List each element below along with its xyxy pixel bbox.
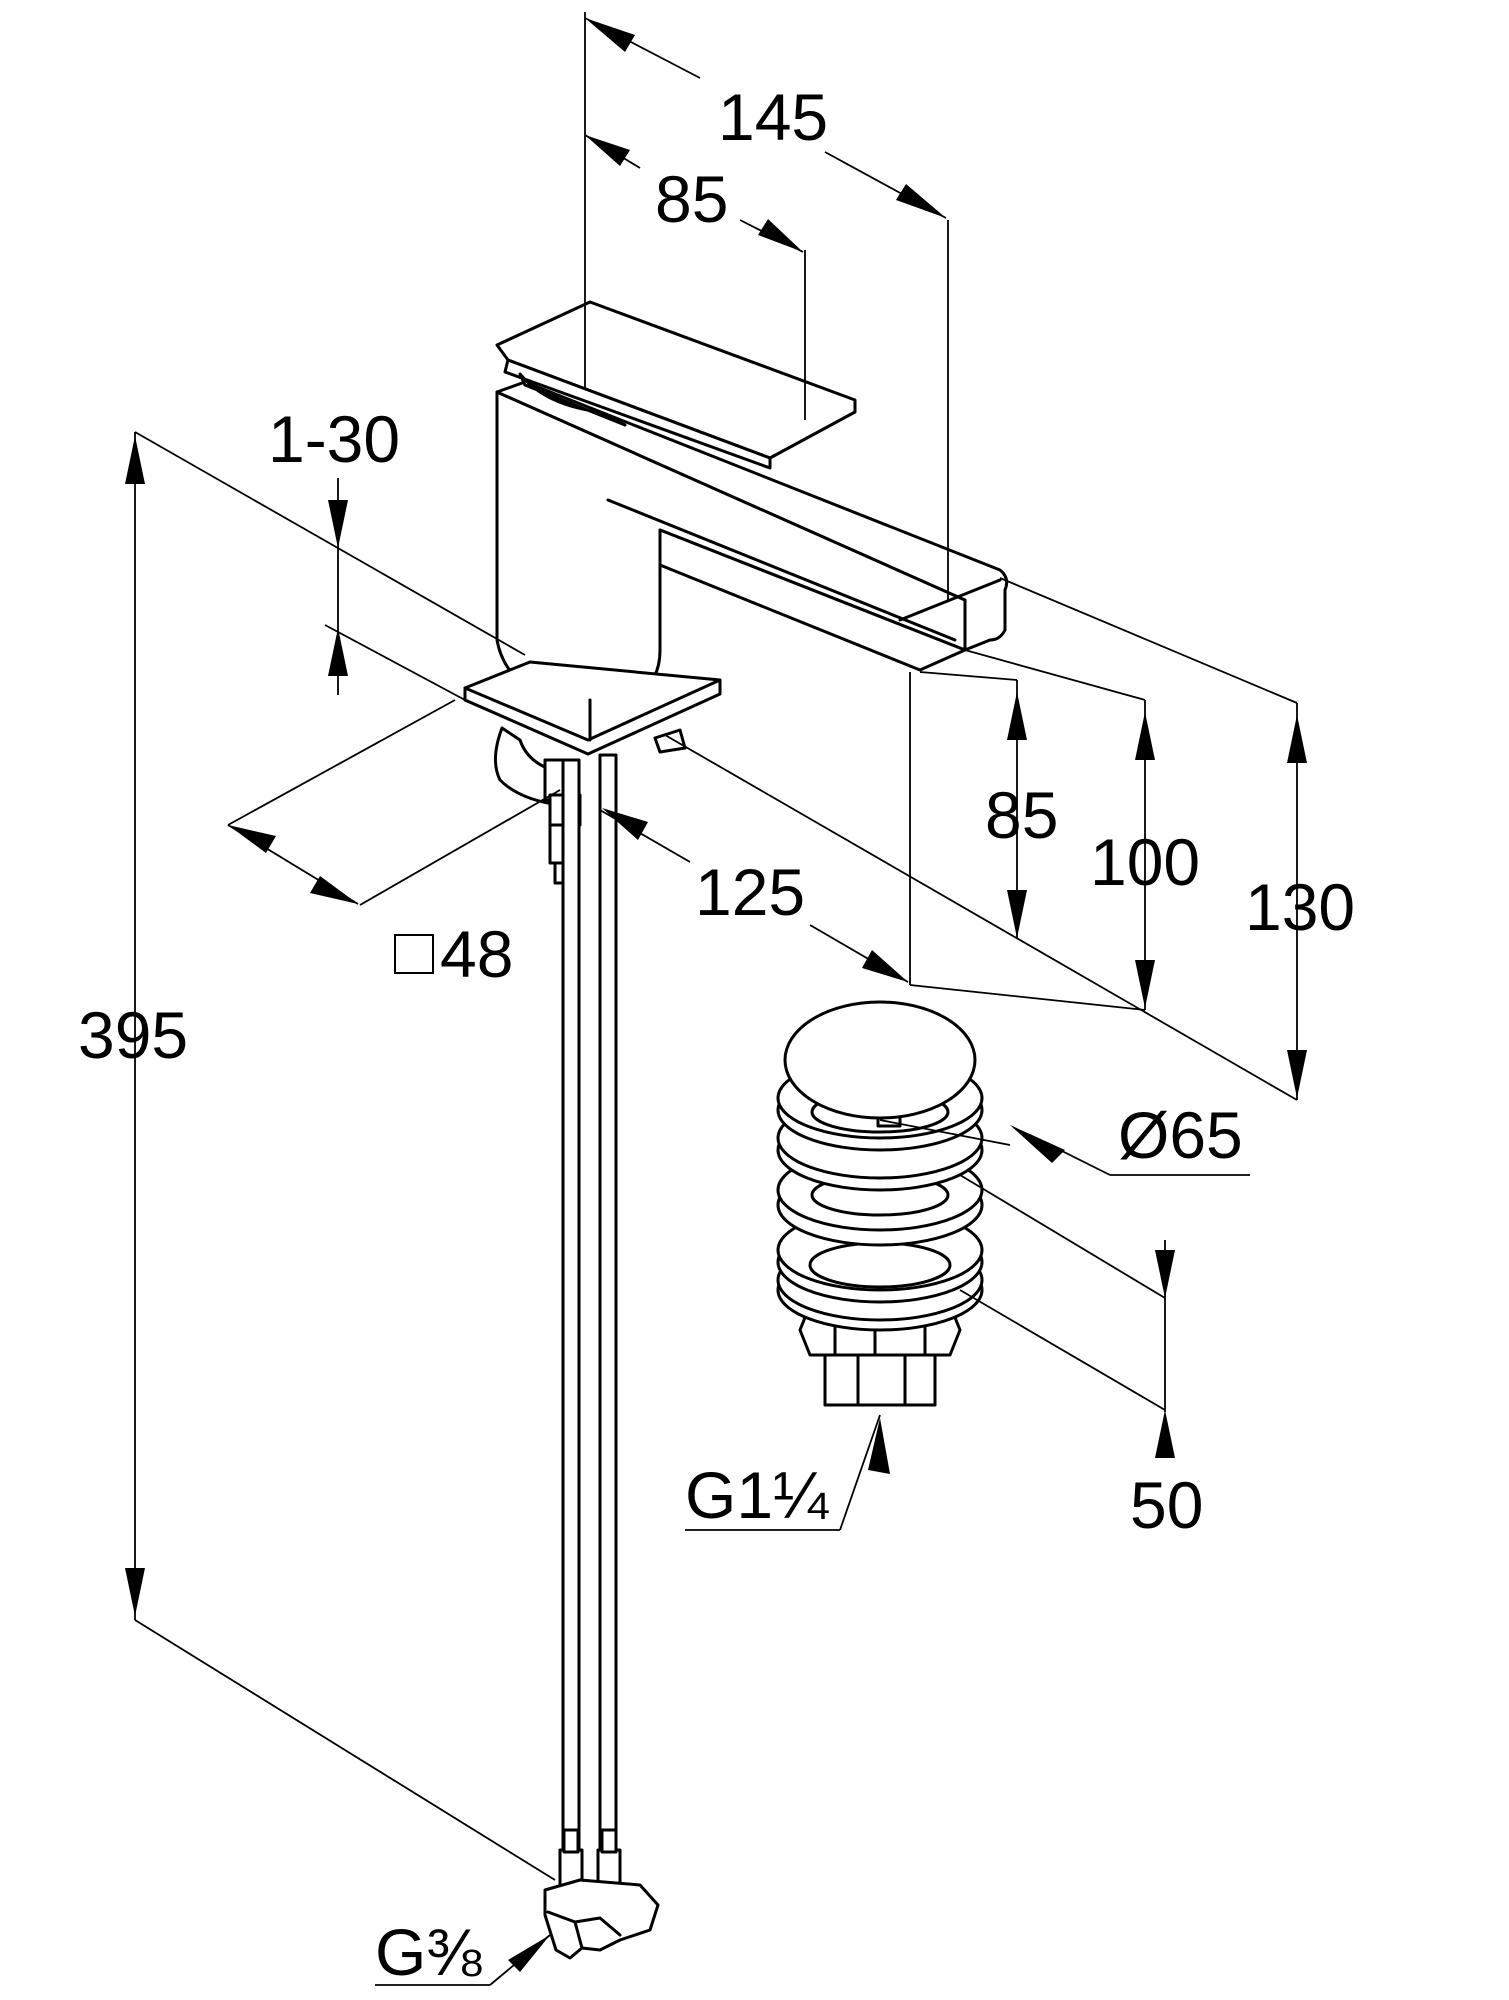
faucet-body <box>495 380 1009 710</box>
pop-up-waste <box>776 1000 984 1407</box>
supply-hoses <box>558 753 622 1892</box>
square-symbol <box>394 934 434 974</box>
label-waste-thread: G1¼ <box>685 1458 829 1532</box>
label-spout-top-height: 100 <box>1090 825 1200 899</box>
label-spout-reach: 125 <box>695 855 805 929</box>
label-lever-range: 1-30 <box>268 402 400 476</box>
supply-fitting <box>543 1878 660 1960</box>
dimension-arrows <box>125 18 1307 1972</box>
dimension-labels: 145 85 1-30 48 125 85 100 130 395 Ø65 50… <box>78 80 1355 1989</box>
label-width-overall: 145 <box>718 80 828 154</box>
label-hose-length: 395 <box>78 998 188 1072</box>
label-supply-thread: G⅜ <box>375 1915 482 1989</box>
label-waste-diameter: Ø65 <box>1118 1098 1243 1172</box>
label-overall-height: 130 <box>1245 870 1355 944</box>
faucet-lever <box>495 300 857 470</box>
dimension-lines <box>134 12 1298 1986</box>
label-waste-height: 50 <box>1130 1468 1203 1542</box>
label-base-square: 48 <box>440 917 513 991</box>
label-width-lever: 85 <box>655 162 728 236</box>
label-spout-height: 85 <box>985 778 1058 852</box>
